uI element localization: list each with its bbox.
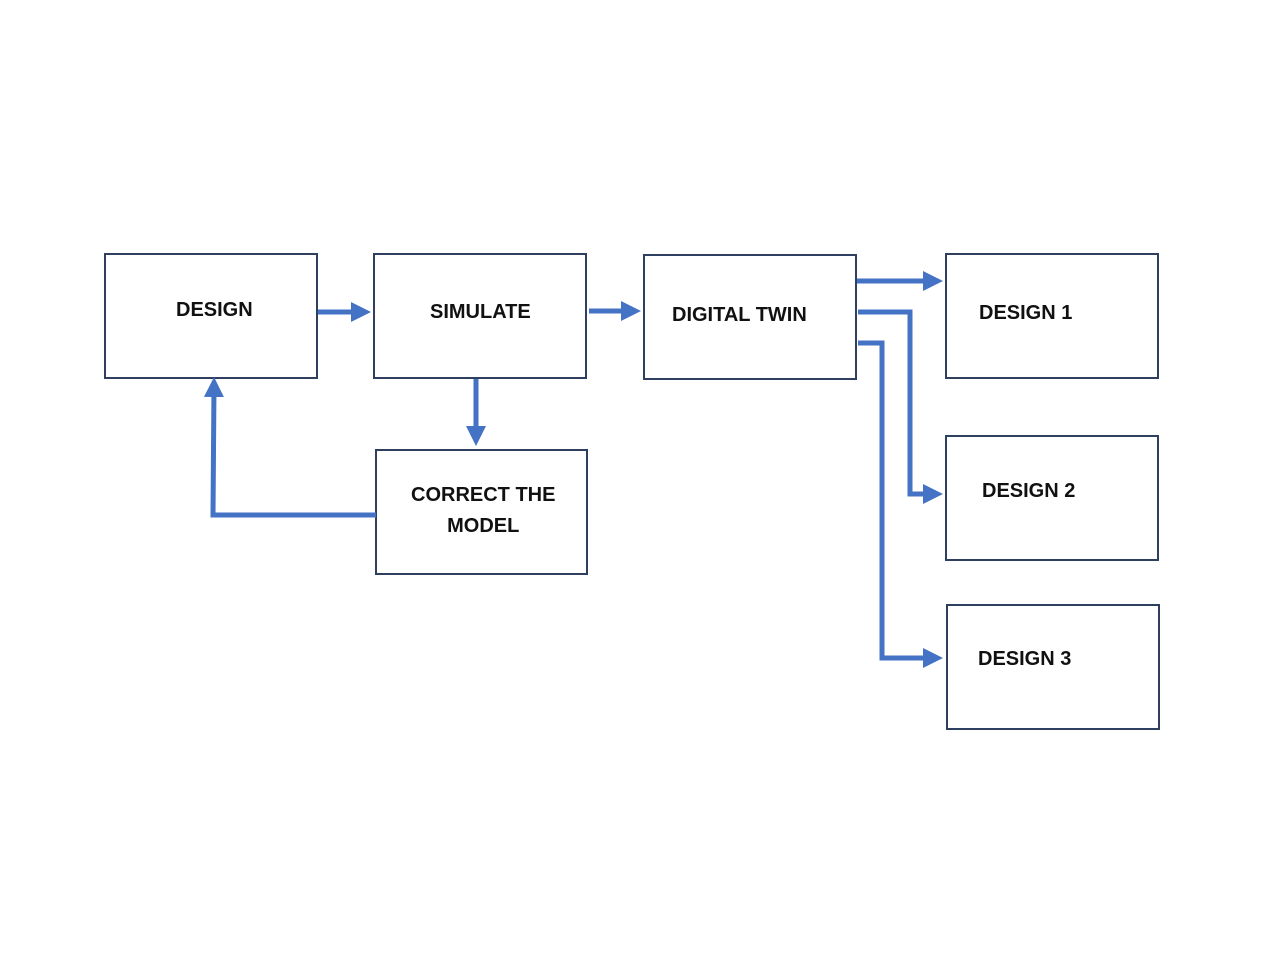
correct-model-box: CORRECT THE MODEL (375, 449, 588, 575)
arrow-digital-twin-to-design-3 (858, 340, 943, 668)
design-box: DESIGN (104, 253, 318, 379)
simulate-box: SIMULATE (373, 253, 587, 379)
design-3-label: DESIGN 3 (978, 648, 1072, 670)
arrow-digital-twin-to-design-2 (858, 309, 943, 504)
digital-twin-box: DIGITAL TWIN (643, 254, 857, 380)
design-1-label: DESIGN 1 (979, 302, 1073, 324)
design-1-box: DESIGN 1 (945, 253, 1159, 379)
digital-twin-label: DIGITAL TWIN (672, 304, 807, 326)
correct-model-label: CORRECT THE MODEL (411, 484, 556, 537)
arrow-correct-model-to-design (203, 377, 376, 518)
design-label: DESIGN (176, 299, 253, 321)
simulate-label: SIMULATE (430, 301, 531, 323)
design-3-box: DESIGN 3 (946, 604, 1160, 730)
design-2-label: DESIGN 2 (982, 480, 1076, 502)
design-2-box: DESIGN 2 (945, 435, 1159, 561)
